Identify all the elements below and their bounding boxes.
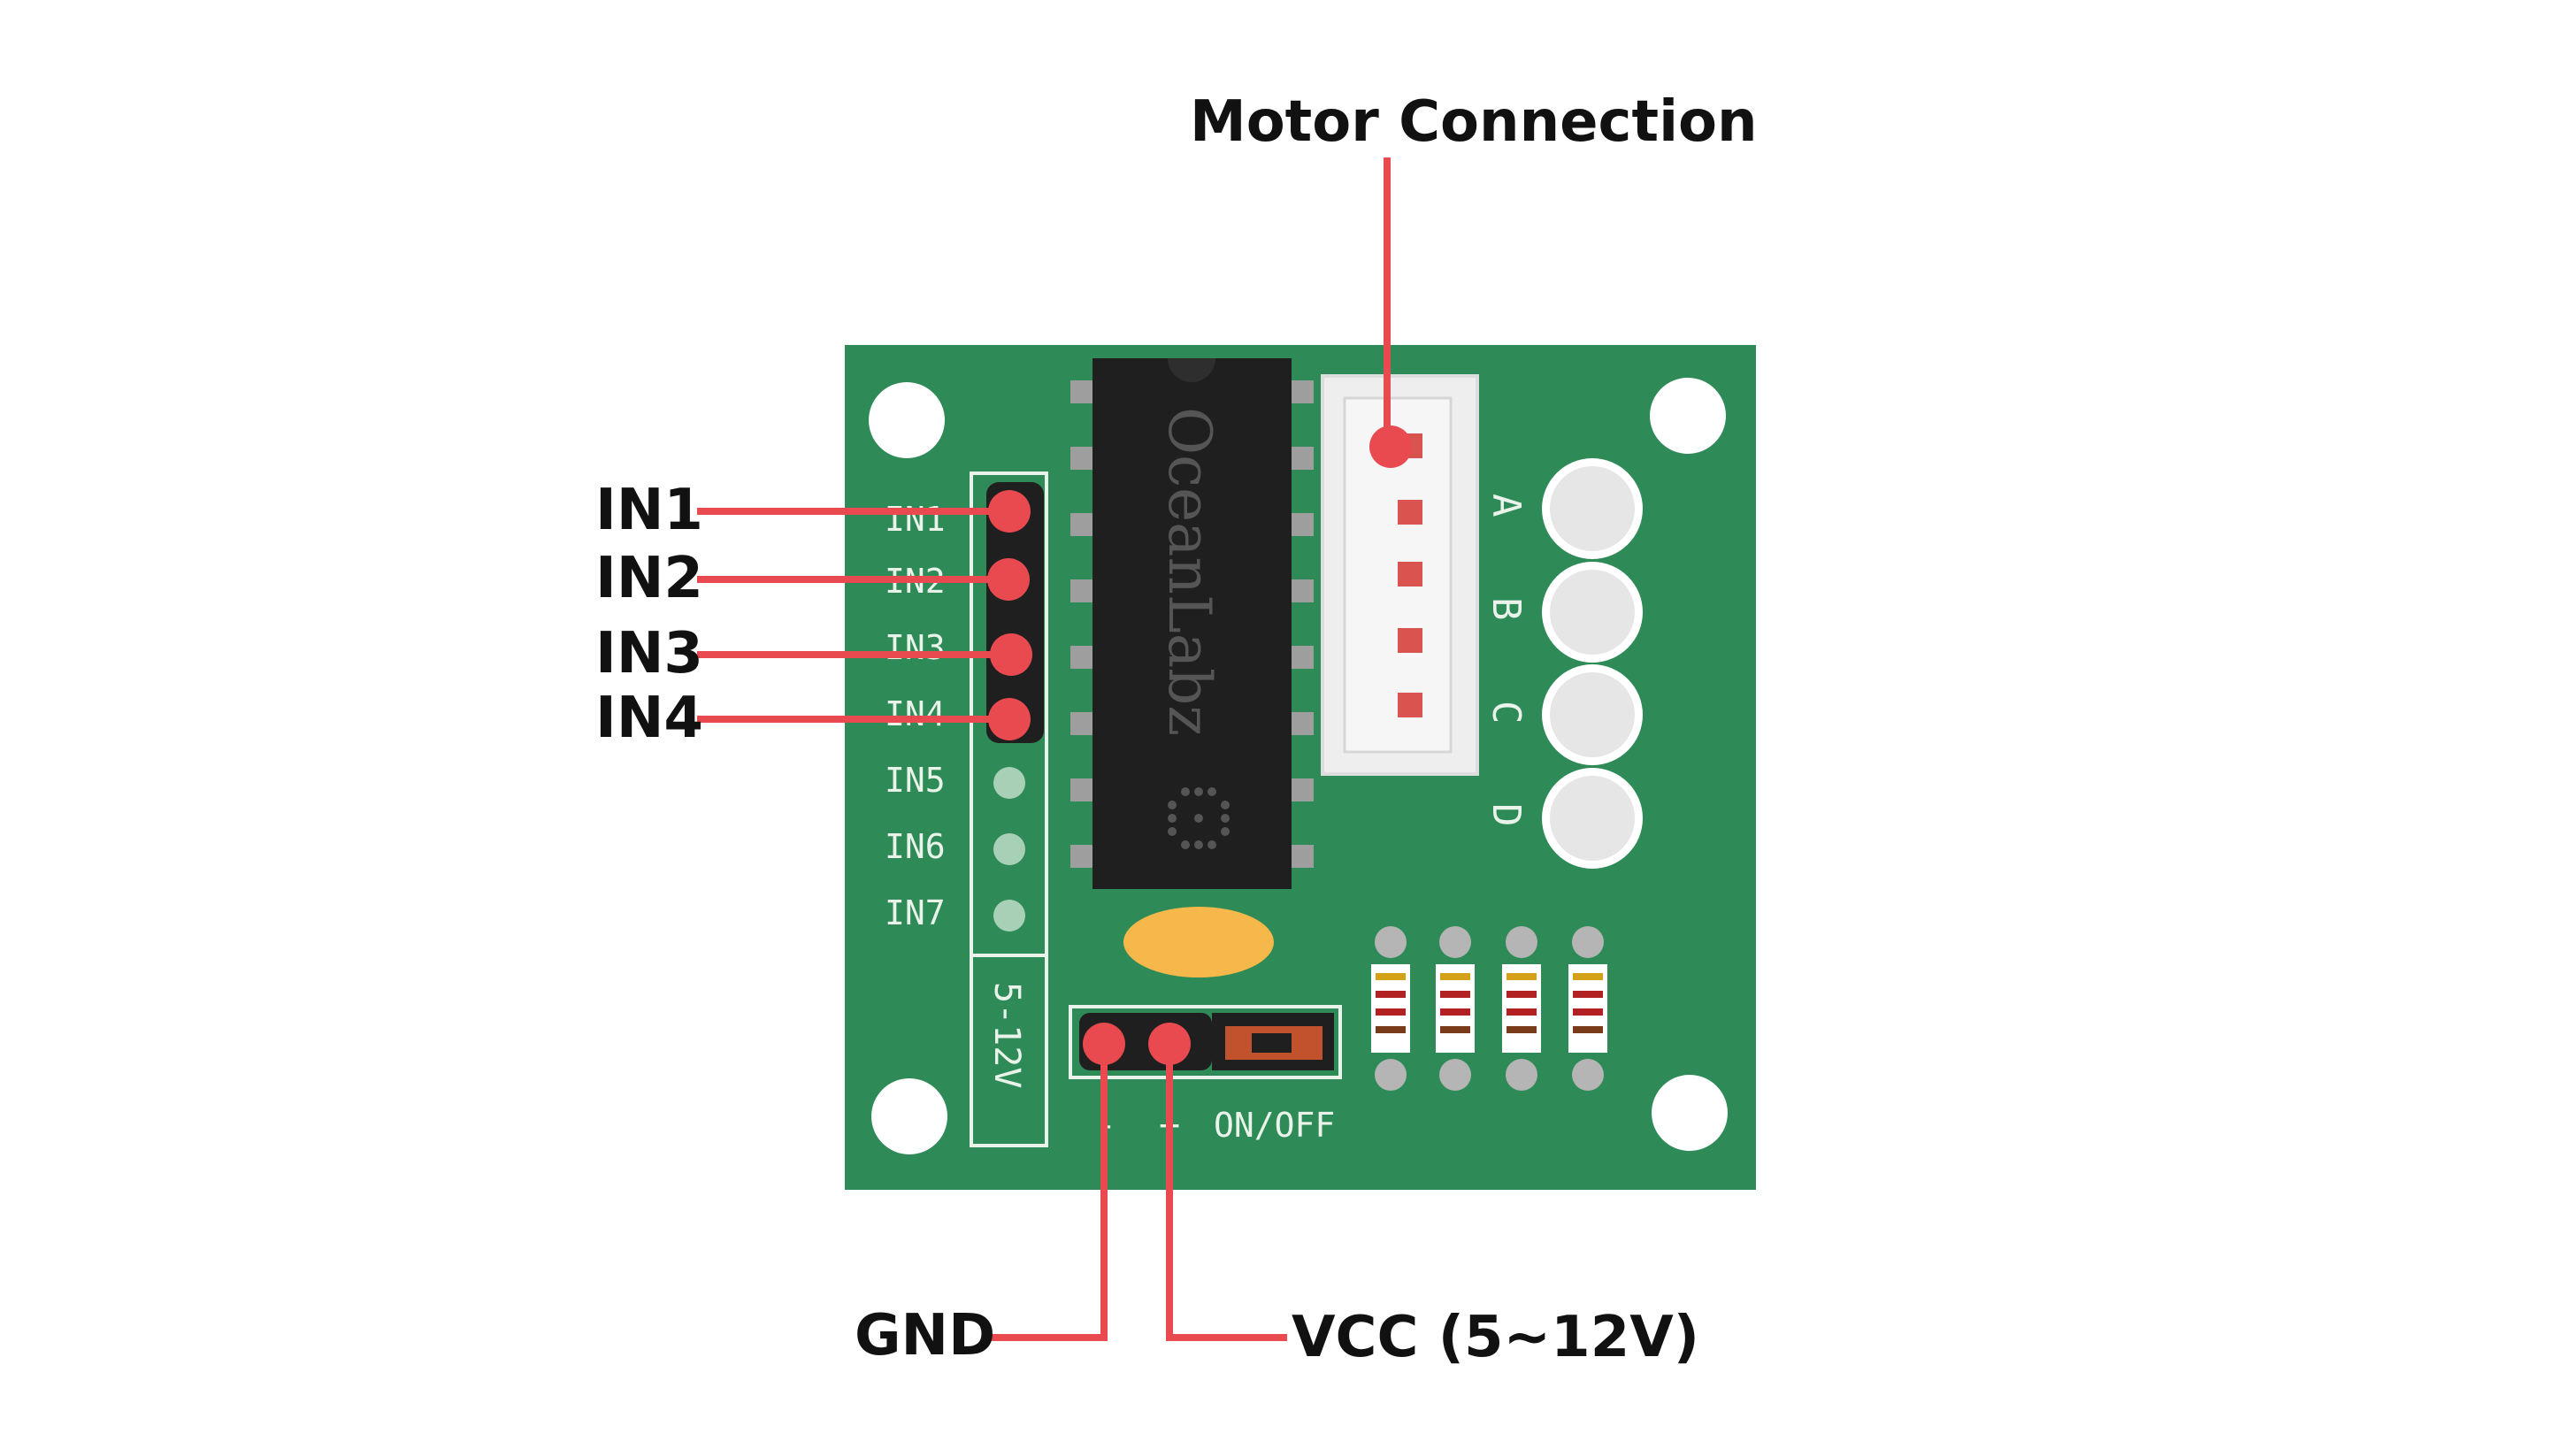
silk-on-off: ON/OFF [1214, 1106, 1335, 1145]
resistor-4 [1568, 926, 1607, 1091]
motor-pin-4 [1398, 628, 1422, 653]
pin-in6 [993, 833, 1025, 865]
pin-in7 [993, 900, 1025, 932]
silk-led-a: A [1484, 494, 1529, 518]
callout-line-gnd [989, 1044, 1108, 1341]
silk-led-b: B [1484, 597, 1529, 621]
label-in3: IN3 [595, 621, 703, 686]
label-gnd: GND [855, 1303, 996, 1368]
resistor-3 [1502, 926, 1541, 1091]
silk-led-c: C [1484, 701, 1529, 724]
silk-in4: IN4 [885, 694, 946, 733]
resistor-2 [1436, 926, 1475, 1091]
silk-in3: IN3 [885, 628, 946, 667]
motor-pin-5 [1398, 693, 1422, 717]
voltage-label-box [970, 954, 1048, 1147]
label-in1: IN1 [595, 478, 703, 543]
jumper-gap [1252, 1033, 1292, 1053]
capacitor [1123, 907, 1274, 978]
silk-in6: IN6 [885, 827, 946, 866]
mounting-hole-top-right [1650, 378, 1726, 454]
motor-connection-point [1369, 426, 1412, 468]
label-in2: IN2 [595, 546, 703, 611]
resistor-1 [1371, 926, 1410, 1091]
mounting-hole-bottom-right [1652, 1075, 1728, 1151]
led-b [1542, 562, 1643, 663]
silk-led-d: D [1484, 803, 1529, 827]
silk-in1: IN1 [885, 500, 946, 539]
callout-lines [697, 157, 1391, 1341]
chip-brand-logo-icon [1168, 787, 1230, 849]
led-a [1542, 458, 1643, 559]
chip-notch [1168, 358, 1215, 382]
driver-ic-chip [1092, 358, 1292, 889]
chip-brand-text: OceanLabz [1155, 407, 1223, 736]
label-in4: IN4 [595, 686, 703, 751]
pin-in5 [993, 767, 1025, 799]
label-vcc: VCC (5~12V) [1292, 1305, 1699, 1370]
callout-line-vcc [1166, 1044, 1287, 1341]
label-motor-connection: Motor Connection [1190, 89, 1758, 155]
motor-pin-3 [1398, 562, 1422, 586]
mounting-hole-top-left [869, 382, 945, 458]
led-d [1542, 768, 1643, 869]
input-header-strip [986, 482, 1044, 743]
silk-in7: IN7 [885, 893, 946, 932]
mounting-hole-bottom-left [871, 1078, 947, 1154]
led-c [1542, 664, 1643, 765]
motor-pin-2 [1398, 500, 1422, 525]
power-header-outline [1069, 1005, 1342, 1079]
silk-voltage: 5-12V [986, 982, 1027, 1088]
silk-in5: IN5 [885, 761, 946, 800]
